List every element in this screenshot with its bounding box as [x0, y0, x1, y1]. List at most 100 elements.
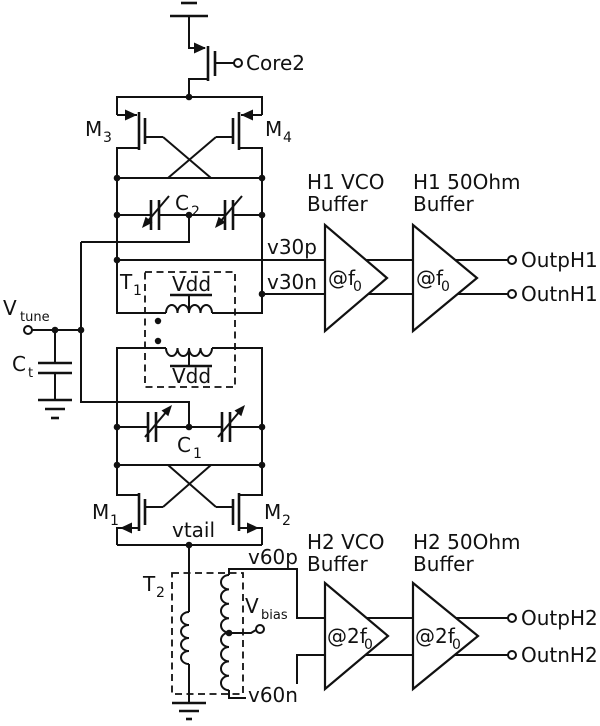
nmos-arrow-icon — [247, 522, 259, 534]
buffer-h2-50ohm-freq-sub: 0 — [452, 637, 461, 653]
junction-dot — [113, 461, 121, 469]
buffer-h1-50ohm-freq: @f — [416, 266, 444, 290]
pmos-core2: Core2 — [188, 16, 305, 97]
vtune-rail — [80, 242, 190, 427]
pmos-arrow-icon — [241, 109, 253, 121]
label-c2: C — [175, 191, 189, 215]
cross-coupled-pair-h2: M 1 M 2 vtail — [92, 427, 291, 546]
buffer-h1-50ohm-title2: Buffer — [413, 192, 474, 216]
buffer-chain-h2: H2 VCO Buffer H2 50Ohm Buffer @2f 0 @2f … — [307, 530, 598, 692]
junction-dot — [258, 290, 266, 298]
buffer-h1-vco-triangle — [323, 222, 389, 334]
outph1-terminal — [507, 255, 517, 265]
varactor-arrow-line — [146, 195, 170, 223]
inductor-icon — [165, 347, 213, 357]
m2-source-lead — [239, 527, 263, 545]
label-m2: M — [264, 500, 281, 524]
buffer-h2-vco-triangle — [323, 580, 390, 692]
label-outnh1: OutnH1 — [521, 282, 598, 306]
label-m4: M — [265, 117, 282, 141]
buffer-h2-50ohm-title: H2 50Ohm — [413, 530, 520, 554]
vbias-tap-wire — [229, 629, 257, 634]
label-v30n: v30n — [267, 270, 317, 294]
label-vbias-sub: bias — [261, 608, 288, 623]
cross-coupled-pair-h1: M 3 M 4 — [85, 96, 292, 314]
pmos-arrow-icon — [125, 109, 137, 121]
label-c2-sub: 2 — [191, 204, 200, 220]
label-vdd-top: Vdd — [172, 272, 211, 296]
label-outnh2: OutnH2 — [521, 643, 598, 667]
junction-dot — [185, 211, 193, 219]
label-backplate — [246, 684, 300, 705]
label-t2: T — [142, 572, 156, 596]
outph2-terminal — [507, 613, 517, 623]
ground-icon — [38, 398, 72, 420]
c2-center-tap — [81, 215, 190, 243]
label-m1: M — [92, 500, 109, 524]
label-t1: T — [119, 270, 133, 294]
buffer-h2-vco-freq-sub: 0 — [364, 637, 373, 653]
cross-couple-wire — [162, 136, 212, 179]
nmos-arrow-icon — [120, 522, 132, 534]
label-m2-sub: 2 — [282, 513, 291, 529]
m2-drain-lead — [239, 427, 263, 496]
label-c1: C — [177, 433, 191, 457]
vtune-terminal — [23, 325, 33, 335]
label-v30p: v30p — [267, 235, 317, 259]
t1-bottom-left-lead — [116, 347, 166, 427]
varactor-arrow-line — [219, 195, 243, 223]
junction-dot — [185, 93, 193, 101]
label-ct-sub: t — [28, 366, 33, 381]
junction-dot — [113, 423, 121, 431]
label-m3: M — [85, 117, 102, 141]
m4-drain-tank-right — [212, 147, 263, 314]
cross-couple-wire — [162, 464, 212, 508]
buffer-h1-50ohm-freq-sub: 0 — [441, 279, 450, 295]
label-outph2: OutpH2 — [521, 606, 598, 630]
core2-drain-lead — [188, 78, 208, 97]
label-t1-sub: 1 — [133, 283, 142, 299]
label-vdd-bottom: Vdd — [172, 364, 211, 388]
label-c1-sub: 1 — [193, 446, 202, 462]
varactor-bank-c1: C 1 — [117, 405, 262, 462]
varactor-arrow-line — [144, 410, 168, 438]
transformer-t1: T 1 Vdd Vdd — [116, 270, 263, 427]
top-supply-ground-icon — [170, 1, 208, 18]
junction-dots — [51, 93, 266, 637]
ground-icon — [172, 701, 206, 721]
junction-dot — [258, 174, 266, 182]
varactor-arrow-icon — [234, 405, 245, 417]
label-vtail: vtail — [172, 518, 215, 542]
buffer-h2-50ohm-title2: Buffer — [413, 552, 474, 576]
label-vtune: V — [3, 296, 17, 320]
label-vbias: V — [245, 594, 259, 618]
label-m4-sub: 4 — [283, 130, 292, 146]
junction-dot — [185, 423, 193, 431]
junction-dot — [113, 174, 121, 182]
inductor-icon — [180, 611, 190, 665]
varactor-arrow-icon — [142, 216, 153, 228]
junction-dot — [258, 423, 266, 431]
buffer-h2-50ohm-freq: @2f — [415, 624, 456, 648]
varactor-arrow-icon — [215, 216, 226, 228]
label-ct: C — [12, 352, 26, 376]
t1-bottom-right-lead — [212, 347, 263, 427]
label-outph1: OutpH1 — [521, 248, 598, 272]
m3-drain-tank-left — [116, 147, 166, 314]
junction-dot — [225, 629, 233, 637]
buffer-h2-50ohm-triangle — [411, 580, 480, 692]
label-v60p: v60p — [248, 545, 298, 569]
pmos-arrow-icon — [194, 42, 206, 54]
label-vtune-sub: tune — [20, 310, 50, 325]
buffer-h2-vco-freq: @2f — [327, 624, 368, 648]
buffer-chain-h1: H1 VCO Buffer H1 50Ohm Buffer @f 0 @f 0 … — [307, 170, 598, 334]
junction-dot — [113, 211, 121, 219]
polarity-dot — [154, 337, 162, 345]
cross-couple-wire — [167, 136, 217, 179]
label-v60n: v60n — [248, 683, 298, 707]
core2-source-lead — [188, 16, 205, 49]
polarity-dot — [154, 317, 162, 325]
junction-dot — [77, 326, 85, 334]
label-m1-sub: 1 — [110, 513, 119, 529]
